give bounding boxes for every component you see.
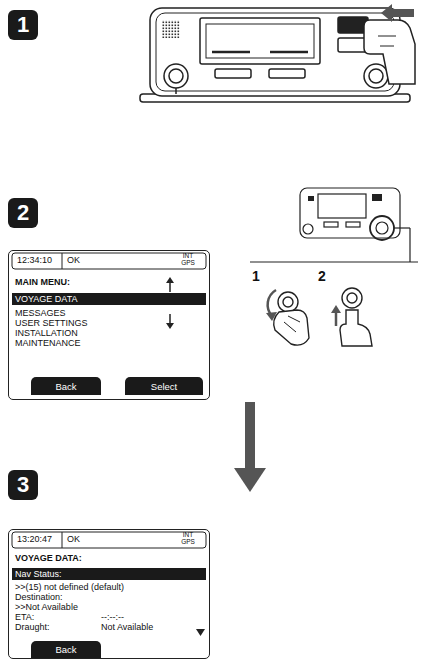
press-hand xyxy=(331,305,341,313)
flow-arrow xyxy=(245,402,255,470)
small-device xyxy=(376,222,388,234)
press-hand xyxy=(347,293,357,303)
small-device xyxy=(370,216,394,240)
soft-key-text: Back xyxy=(55,381,76,392)
small-device xyxy=(250,188,418,262)
pressing-hand xyxy=(364,4,415,84)
soft-key-text: Back xyxy=(55,644,76,655)
selected-row-text: VOYAGE DATA xyxy=(15,294,78,304)
small-device xyxy=(324,222,338,227)
small-device xyxy=(409,228,410,262)
rotate-hand xyxy=(274,310,309,345)
press-hand xyxy=(342,288,362,308)
screen-header xyxy=(12,532,206,548)
small-device xyxy=(250,261,418,262)
scroll-arrows xyxy=(169,314,171,324)
screen-text: Destination: xyxy=(15,592,63,602)
press-hand xyxy=(335,312,338,326)
radio-device xyxy=(369,69,383,83)
scroll-arrows xyxy=(196,629,205,636)
flow-arrow xyxy=(234,402,266,492)
screen-header xyxy=(12,253,206,269)
screen-text: Draught: xyxy=(15,622,50,632)
scroll-arrows xyxy=(166,277,205,636)
soft-key: Back xyxy=(31,641,101,658)
radio-device xyxy=(150,8,400,96)
selected-row: Nav Status: xyxy=(12,568,206,580)
selected-row: VOYAGE DATA xyxy=(12,293,206,305)
rotate-hand xyxy=(268,290,276,316)
screen-text: VOYAGE DATA: xyxy=(15,553,82,563)
screen-text: ETA: xyxy=(15,612,34,622)
small-device xyxy=(394,227,410,228)
screen-text: USER SETTINGS xyxy=(15,318,88,328)
flow-arrow xyxy=(234,468,266,492)
radio-device xyxy=(156,13,394,91)
screen-header xyxy=(62,532,63,548)
radio-device xyxy=(212,51,250,54)
rotate-hand xyxy=(278,292,298,312)
radio-device xyxy=(164,64,188,88)
press-hand xyxy=(331,288,372,346)
soft-key: Back xyxy=(31,377,101,395)
screen-text: 13:20:47 xyxy=(17,534,52,544)
display-screen: 12:34:10 OK INT GPS MAIN MENU: MESSAGESUSER … xyxy=(8,250,210,400)
radio-device xyxy=(175,88,177,94)
screen-text: Not Available xyxy=(101,622,153,632)
pressing-hand xyxy=(364,20,415,84)
screen-text: >>Not Available xyxy=(15,602,78,612)
screen-text: INSTALLATION xyxy=(15,328,78,338)
radio-device xyxy=(200,18,320,64)
radio-device xyxy=(162,20,180,38)
radio-device xyxy=(169,69,183,83)
pressing-hand xyxy=(378,36,396,46)
callout-number: 1 xyxy=(252,268,260,284)
small-device xyxy=(318,194,366,218)
step-badge: 3 xyxy=(8,470,38,500)
small-device xyxy=(308,196,314,201)
small-device xyxy=(303,224,313,234)
scroll-arrows xyxy=(166,323,174,329)
screen-text: MESSAGES xyxy=(15,308,66,318)
screen-header xyxy=(12,253,206,548)
scroll-arrows xyxy=(166,277,174,283)
screen-header xyxy=(62,253,63,269)
radio-device xyxy=(269,69,305,78)
screen-text: MAIN MENU: xyxy=(15,277,70,287)
soft-key: Select xyxy=(125,377,203,395)
pressing-hand xyxy=(381,4,414,22)
step-badge-text: 3 xyxy=(17,472,29,498)
screen-text: MAINTENANCE xyxy=(15,338,81,348)
rotate-hand xyxy=(266,290,309,345)
screen-text: OK xyxy=(67,534,80,544)
screen-text: 12:34:10 xyxy=(17,255,52,265)
screen-text: INT GPS xyxy=(179,531,197,545)
radio-device xyxy=(364,64,388,88)
radio-device xyxy=(215,69,251,78)
small-device xyxy=(300,188,400,238)
scroll-arrows xyxy=(169,282,171,292)
press-hand xyxy=(340,310,372,346)
screen-text: OK xyxy=(67,255,80,265)
step-badge-text: 1 xyxy=(17,12,29,38)
radio-device xyxy=(270,51,308,54)
display-screen: 13:20:47 OK INT GPS VOYAGE DATA: >>(15) not … xyxy=(8,529,210,659)
selected-row-text: Nav Status: xyxy=(15,569,62,579)
small-device xyxy=(346,222,360,227)
radio-device xyxy=(206,24,314,58)
screen-text: --:--:-- xyxy=(101,612,124,622)
small-device xyxy=(372,194,382,201)
soft-key-text: Select xyxy=(151,381,177,392)
screen-text: INT GPS xyxy=(179,252,197,266)
rotate-hand xyxy=(284,316,300,332)
step-badge: 1 xyxy=(8,10,38,40)
step-badge-text: 2 xyxy=(17,200,29,226)
callout-number: 2 xyxy=(318,268,326,284)
step-badge: 2 xyxy=(8,198,38,228)
screen-text: >>(15) not defined (default) xyxy=(15,582,124,592)
rotate-hand xyxy=(283,297,293,307)
